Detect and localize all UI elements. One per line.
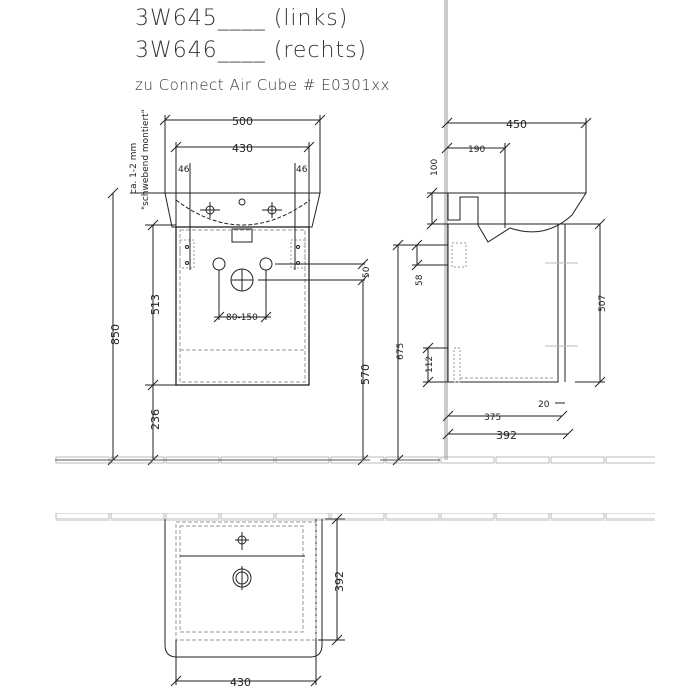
dim-side-cabinet-height: 507 — [598, 295, 608, 312]
dim-hole-offset: 50 — [362, 266, 372, 278]
dim-bottom-112: 112 — [425, 356, 435, 373]
dim-side-depth: 450 — [506, 118, 527, 131]
dim-top-depth: 392 — [333, 571, 346, 592]
model-left-title: 3W645____ (links) — [135, 6, 349, 31]
dim-right-offset: 46 — [296, 165, 308, 175]
dim-basin-width: 500 — [232, 115, 253, 128]
dim-drain-depth: 190 — [468, 145, 485, 155]
model-right-title: 3W646____ (rechts) — [135, 38, 368, 63]
front-view — [55, 114, 370, 466]
dim-bracket: 58 — [415, 274, 425, 286]
dim-drain-height: 570 — [359, 364, 372, 385]
side-view — [380, 117, 606, 466]
dim-depth-392: 392 — [496, 429, 517, 442]
dim-cabinet-width: 430 — [232, 142, 253, 155]
dim-top-width: 430 — [230, 676, 251, 689]
mount-note-2: "schwebend montiert" — [141, 109, 151, 210]
dim-cabinet-height: 513 — [149, 294, 162, 315]
dim-floor-gap: 236 — [149, 409, 162, 430]
mount-note-1: ca. 1-2 mm — [129, 143, 139, 194]
dim-hole-spacing: 80-150 — [226, 313, 258, 323]
compatibility-note: zu Connect Air Cube # E0301xx — [135, 76, 391, 94]
dim-basin-height: 100 — [430, 159, 440, 176]
dim-front-panel: 20 — [538, 400, 550, 410]
dim-height-675: 675 — [396, 343, 406, 360]
dim-total-height: 850 — [109, 324, 122, 345]
dim-depth-375: 375 — [484, 413, 501, 423]
wall-strip-lower — [55, 513, 655, 521]
top-view — [164, 513, 345, 687]
dim-left-offset: 46 — [178, 165, 190, 175]
